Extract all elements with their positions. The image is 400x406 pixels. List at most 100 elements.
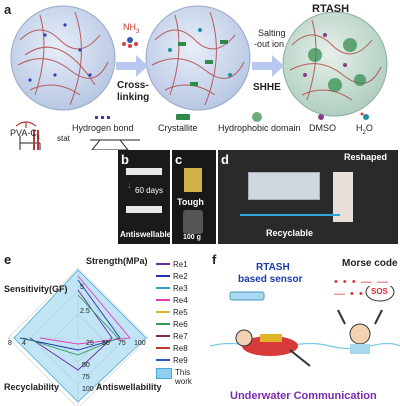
panel-e: e Strength(MPa) Sensitivity(GF) Recyclab… <box>0 250 205 406</box>
network-sphere-3 <box>282 11 388 117</box>
reshaped-strip <box>333 172 353 222</box>
arrow-salting <box>252 55 284 77</box>
axis-strength-label: Strength(MPa) <box>86 256 148 266</box>
legend-item-re2: Re2 <box>156 270 204 282</box>
axis-antiswellability-label: Antiswellability <box>96 382 162 392</box>
sos-text: SOS <box>371 287 388 296</box>
panel-f: f RTASH based sensor Morse code • • • — … <box>210 250 400 406</box>
panel-f-letter: f <box>212 252 217 267</box>
panel-d-recyclable: Recyclable <box>266 228 314 238</box>
morse-label: Morse code <box>342 258 398 269</box>
this-work-area <box>13 269 147 403</box>
tick-left-2: 8 <box>8 340 12 347</box>
legend-item-re5: Re5 <box>156 306 204 318</box>
series-line-re6 <box>23 294 119 356</box>
axis-sensitivity-label: Sensitivity(GF) <box>4 284 68 294</box>
legend-pva-icon <box>15 121 37 128</box>
series-line-re4 <box>39 275 131 345</box>
tick-right-3: 75 <box>118 340 126 347</box>
underwater-illustration <box>210 286 400 367</box>
tick-right-1: 25 <box>86 340 94 347</box>
legend-pva-label: PVA-Cx <box>10 128 40 141</box>
photo-row: ↓ b 60 days Antiswellable c Tough 100 g … <box>118 150 400 248</box>
recycle-vial <box>248 172 320 200</box>
panel-e-letter: e <box>4 252 12 267</box>
tick-strength-2: 5 <box>80 284 84 291</box>
panel-b-photo: ↓ <box>118 150 170 244</box>
salting-out-label-1: Salting <box>258 28 286 38</box>
legend-hbond-icon <box>95 116 110 119</box>
tick-bottom-3: 100 <box>82 386 94 393</box>
tick-bottom-1: 50 <box>82 362 90 369</box>
sos-bubble <box>365 286 395 302</box>
radar-ring-outer <box>7 267 149 406</box>
panel-a: a <box>0 0 400 150</box>
panel-a-diagram <box>10 5 388 150</box>
network-sphere-2 <box>145 5 251 111</box>
legend-line-icon <box>156 359 170 361</box>
network-sphere-1 <box>10 5 116 111</box>
tick-bottom-2: 75 <box>82 374 90 381</box>
legend-line-icon <box>156 287 170 289</box>
legend-line-icon <box>156 311 170 313</box>
hydrogel-strip-after <box>126 206 162 213</box>
diver-icon <box>235 329 311 367</box>
down-arrow-icon: ↓ <box>127 180 132 190</box>
axis-recyclability-label: Recyclability <box>4 382 60 392</box>
legend-hydrophobic-icon <box>252 112 262 122</box>
panel-a-letter: a <box>4 2 12 17</box>
legend-dmso-label: DMSO <box>309 123 336 133</box>
legend-item-re4: Re4 <box>156 294 204 306</box>
radar-chart <box>7 267 149 406</box>
arrow-crosslinking <box>116 55 148 77</box>
legend-item-re3: Re3 <box>156 282 204 294</box>
legend-line-icon <box>156 263 170 265</box>
legend-dmso-icon <box>318 114 324 120</box>
panel-b-letter: b <box>121 152 129 167</box>
legend-item-re8: Re8 <box>156 342 204 354</box>
crosslinking-label-2: linking <box>117 92 150 103</box>
crosslinking-label-1: Cross- <box>117 80 149 91</box>
sensor-label-2: based sensor <box>238 274 303 285</box>
panel-b-days: 60 days <box>135 186 164 195</box>
structure-stat: stat <box>57 134 70 143</box>
legend-line-icon <box>156 299 170 301</box>
legend-crystallite-label: Crystallite <box>158 123 198 133</box>
morse-code-signal: • • • — — — • • • <box>334 276 389 300</box>
panel-b-caption: Antiswellable <box>120 230 172 239</box>
panel-d-letter: d <box>221 152 229 167</box>
panel-f-caption: Underwater Communication <box>230 390 377 402</box>
chemical-structure <box>19 130 140 150</box>
weight-icon <box>183 210 203 234</box>
legend-hydrophobic-label: Hydrophobic domain <box>218 123 301 133</box>
legend-item-re9: Re9 <box>156 354 204 366</box>
legend-item-this-work: This work <box>156 368 204 386</box>
nh3-molecule-icon <box>122 37 138 48</box>
panel-c-caption: Tough <box>177 197 204 207</box>
shhe-label: SHHE <box>253 82 281 93</box>
tick-left-1: 4 <box>22 340 26 347</box>
nh3-label: NH3 <box>123 22 140 35</box>
sensor-label-1: RTASH <box>256 262 290 273</box>
series-line-re2 <box>19 279 121 351</box>
hydrogel-strip-before <box>126 168 162 175</box>
clip-icon <box>184 168 202 192</box>
panel-c-letter: c <box>175 152 183 167</box>
tick-right-4: 100 <box>134 340 146 347</box>
sensor-strip <box>229 291 265 301</box>
recycle-arrow <box>240 214 340 216</box>
panel-d-photo <box>218 150 398 244</box>
salting-out-label-2: -out ion <box>254 39 285 49</box>
legend-swatch-icon <box>156 368 172 379</box>
legend-line-icon <box>156 347 170 349</box>
radar-legend: Re1 Re2 Re3 Re4 Re5 Re6 Re7 Re8 Re9 This… <box>156 258 204 386</box>
panel-c-photo <box>172 150 216 244</box>
legend-hbond-label: Hydrogen bond <box>72 123 134 133</box>
legend-item-re7: Re7 <box>156 330 204 342</box>
legend-line-icon <box>156 323 170 325</box>
legend-h2o-label: H2O <box>356 123 373 136</box>
tick-right-2: 50 <box>102 340 110 347</box>
legend-crystallite-icon <box>176 114 190 120</box>
legend-item-re1: Re1 <box>156 258 204 270</box>
tick-strength-1: 2.5 <box>80 308 90 315</box>
